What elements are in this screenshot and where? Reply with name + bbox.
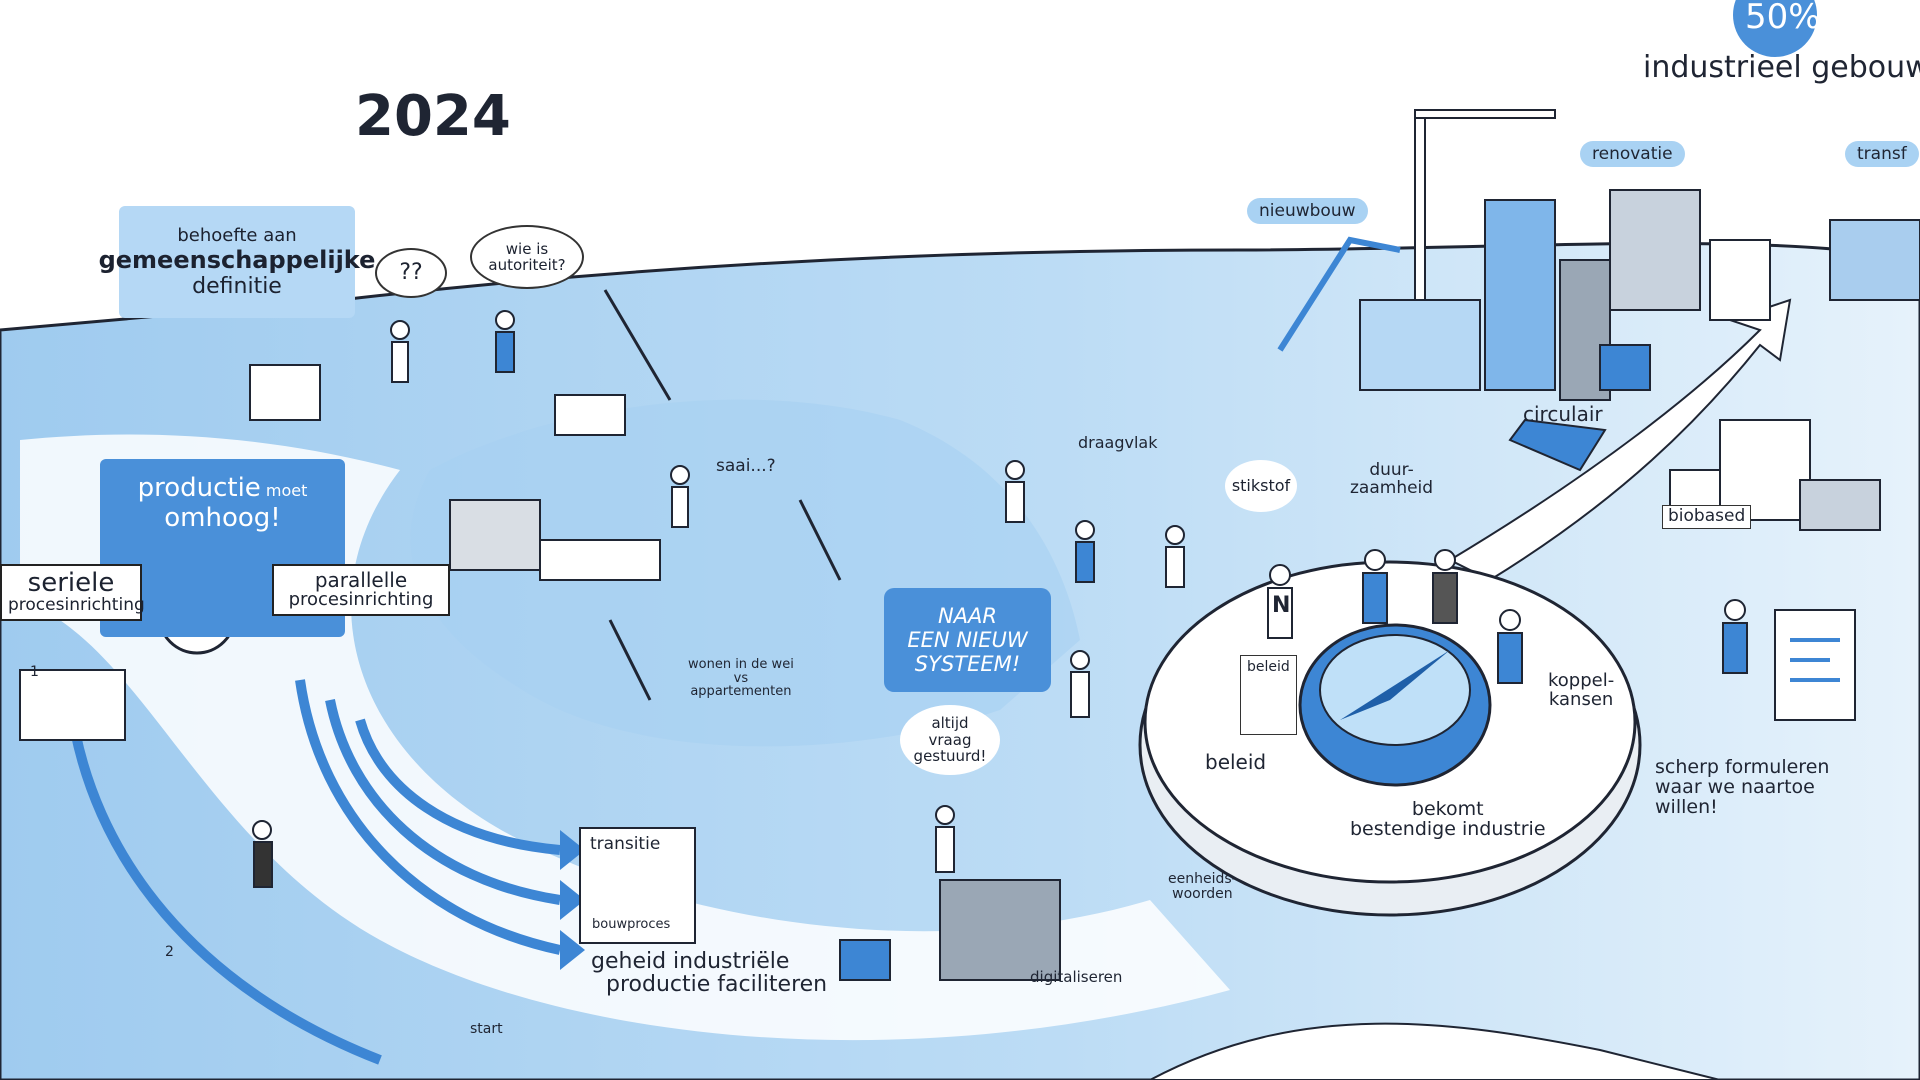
new-system-line2: EEN NIEUW xyxy=(907,628,1028,652)
cranes xyxy=(603,289,842,701)
facilitate-label: geheid industriële productie faciliteren xyxy=(591,950,827,996)
sustainability-line2: zaamheid xyxy=(1350,477,1434,498)
goal-caption: industrieel gebouwd xyxy=(1643,50,1920,85)
units-label: eenheids- woorden xyxy=(1168,872,1237,901)
couple-label: koppel- kansen xyxy=(1548,670,1615,710)
process-arrows xyxy=(65,679,562,1065)
housing-line2: vs xyxy=(733,670,749,686)
formulate-line2: waar we naartoe xyxy=(1655,775,1815,798)
circular-label: circulair xyxy=(1523,402,1603,426)
result-line1: bekomt xyxy=(1411,798,1484,820)
definition-line2: gemeenschappelijke xyxy=(98,246,376,274)
parallel-line1: parallelle xyxy=(314,568,408,592)
machines xyxy=(19,364,1061,981)
transition-card xyxy=(579,827,696,944)
definition-line1: behoefte aan xyxy=(177,225,297,246)
definition-box: behoefte aan gemeenschappelijke definiti… xyxy=(99,206,375,318)
new-system-line3: SYSTEEM! xyxy=(914,652,1021,676)
road-to-city xyxy=(1447,298,1792,582)
parallel-line2: procesinrichting xyxy=(288,589,434,610)
policy-label: beleid xyxy=(1205,750,1267,774)
housing-line1: wonen in de wei xyxy=(688,657,794,672)
city-skyline xyxy=(1277,109,1920,531)
digitalise-label: digitaliseren xyxy=(1030,968,1123,986)
production-line1: productie xyxy=(137,473,261,503)
formulate-line3: willen! xyxy=(1655,795,1718,818)
units-line2: woorden xyxy=(1172,885,1233,902)
serial-label: seriele procesinrichting xyxy=(0,564,145,622)
housing-line3: appartementen xyxy=(690,684,792,700)
support-label: draagvlak xyxy=(1078,433,1158,452)
parallel-label: parallelle procesinrichting xyxy=(272,564,450,616)
result-label: bekomt bestendige industrie xyxy=(1350,798,1546,840)
authority-bubble: wie is autoriteit? xyxy=(470,225,584,289)
couple-line2: kansen xyxy=(1548,688,1614,710)
demand-bubble: altijd vraag gestuurd! xyxy=(900,705,1000,775)
sustainability-line1: duur- xyxy=(1369,460,1414,480)
step-1: 1 xyxy=(30,664,39,680)
new-system-box: NAAR EEN NIEUW SYSTEEM! xyxy=(884,588,1051,692)
couple-line1: koppel- xyxy=(1548,670,1615,691)
flipchart xyxy=(1774,609,1856,721)
question-bubble: ?? xyxy=(375,248,447,298)
goal-percent: 50% xyxy=(1745,0,1821,37)
serial-line2: procesinrichting xyxy=(8,595,145,616)
production-line1b: moet xyxy=(265,481,308,500)
new-system-line1: NAAR xyxy=(937,604,998,628)
formulate-label: scherp formuleren waar we naartoe willen… xyxy=(1655,756,1830,818)
arrow-heads xyxy=(560,830,585,970)
new-build-tag: nieuwbouw xyxy=(1247,198,1368,224)
ribbon xyxy=(1149,1022,1721,1080)
serial-line1: seriele xyxy=(27,568,115,598)
facilitate-line1: geheid industriële xyxy=(591,949,790,974)
demand-line2: vraag gestuurd! xyxy=(913,730,987,766)
transition-title: transitie xyxy=(590,834,661,854)
demand-line1: altijd xyxy=(931,714,969,733)
transformation-tag: transf xyxy=(1845,141,1919,167)
facilitate-line2: productie faciliteren xyxy=(606,972,828,998)
nitrogen-label: stikstof xyxy=(1225,460,1297,512)
production-line2: omhoog! xyxy=(164,503,281,533)
formulate-line1: scherp formuleren xyxy=(1655,756,1830,778)
start-label: start xyxy=(470,1021,503,1037)
goal-circle xyxy=(1733,0,1817,57)
year-label: 2024 xyxy=(355,84,511,149)
sustainability-label: duur- zaamheid xyxy=(1350,460,1434,498)
renovation-tag: renovatie xyxy=(1580,141,1685,167)
people xyxy=(252,310,1748,888)
transition-subtitle: bouwproces xyxy=(592,917,671,932)
units-line1: eenheids- xyxy=(1168,871,1237,887)
step-2: 2 xyxy=(165,944,174,960)
housing-label: wonen in de wei vs appartementen xyxy=(688,658,794,699)
policy-sign: beleid xyxy=(1240,655,1297,735)
definition-line3: definitie xyxy=(192,274,282,299)
compass-needle xyxy=(1340,650,1450,720)
biobased-label: biobased xyxy=(1662,505,1752,529)
shirt-letter: N xyxy=(1272,593,1291,618)
boring-bubble: saai...? xyxy=(716,456,776,476)
result-line2: bestendige industrie xyxy=(1350,817,1546,840)
